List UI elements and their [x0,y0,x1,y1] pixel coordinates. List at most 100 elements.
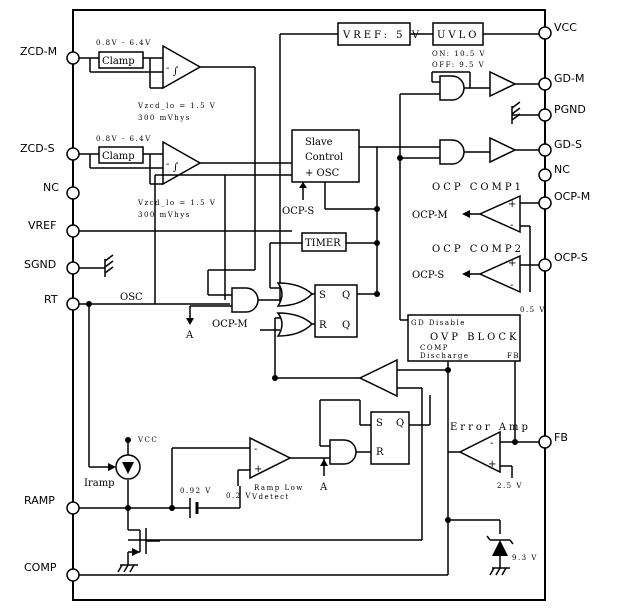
pin-sgnd[interactable]: SGND [24,258,80,275]
svg-text:-: - [254,444,257,455]
pin-fb[interactable]: FB [538,431,568,449]
sr-latch-main: S Q R Q [314,284,358,338]
svg-text:R: R [376,447,384,458]
zener-voltage: 9.3 V [512,554,538,562]
pin-label: COMP [24,561,57,574]
svg-text:COMP: COMP [420,344,449,352]
pin-zcd-s[interactable]: ZCD-S [20,142,80,161]
driver-wiring [399,71,539,321]
pin-label: GD-M [554,72,584,85]
junction [445,517,451,523]
pin-label: OCP-S [554,251,588,264]
svg-text:-: - [510,220,513,231]
pin-vcc[interactable]: VCC [538,21,577,40]
pin-ocp-m[interactable]: OCP-M [538,190,590,210]
pin-label: RAMP [24,494,55,507]
vdetect-label: Vdetect [251,493,290,501]
zcd-m-comparator: - ∫ [162,44,202,90]
ocp-comp2-label: OCP COMP2 [432,244,524,255]
ramp-low-threshold: 0.2 V [226,492,252,500]
pin-rt[interactable]: RT [44,293,80,311]
vcc-node [125,437,131,443]
junction [272,375,278,381]
zcd-s-hysteresis: 300 mVhys [138,211,191,219]
mosfet-ground-icon [117,564,138,573]
gd-m-driver [489,70,517,98]
svg-text:Q: Q [342,320,350,331]
zener-diode-icon [486,535,514,568]
iramp-current-source-icon [115,454,141,480]
pin-label: SGND [24,258,56,271]
ocp-m-gate-label: OCP-M [212,319,248,330]
svg-text:Q: Q [342,290,350,301]
pin-ocp-s[interactable]: OCP-S [538,251,588,272]
ocp-m-and-gate [231,287,259,313]
osc-label: OSC [120,292,143,303]
svg-text:R: R [319,320,327,331]
ocp-comp1-wiring [462,202,539,292]
pin-label: RT [44,293,58,306]
svg-text:+: + [488,459,496,470]
buffer-amp [358,358,398,398]
uvlo-on-threshold: ON: 10.5 V [432,50,486,58]
pin-label: VCC [554,21,577,34]
svg-text:Q: Q [396,418,404,429]
vcc-small-label: VCC [137,436,158,444]
rt-junction [86,301,92,307]
clamp-label: Clamp [102,56,135,67]
zcd-m-threshold: Vzcd_lo = 1.5 V [137,102,216,110]
pin-vref[interactable]: VREF [28,219,80,238]
pin-gd-m[interactable]: GD-M [538,72,584,91]
svg-text:Slave: Slave [305,137,333,148]
pin-ramp[interactable]: RAMP [24,494,80,515]
gd-s-and-gate [439,139,465,165]
pin-pgnd[interactable]: PGND [538,103,586,122]
ocp-comp2: + - [478,254,521,294]
iramp-label: Iramp [84,478,115,489]
pin-zcd-m[interactable]: ZCD-M [20,45,80,65]
svg-text:Control: Control [305,152,343,163]
ic-boundary [72,9,546,601]
junction [445,367,451,373]
svg-text:+: + [508,199,516,210]
pin-nc-left[interactable]: NC [43,181,80,200]
junction [374,206,380,212]
ocp-reference-voltage: 0.5 V [520,306,546,314]
pin-gd-s[interactable]: GD-S [538,138,582,157]
offset-voltage: 0.92 V [180,487,212,495]
junction [397,155,403,161]
or-gate-set [276,282,314,307]
ocp-m-gate-input [186,305,232,325]
vref-block: VREF: 5 V [337,22,422,46]
gd-s-driver [489,136,517,164]
ocp-m-output-label: OCP-M [412,210,448,221]
svg-text:-: - [490,438,493,449]
pin-label: NC [43,181,59,194]
junction [125,505,131,511]
gd-m-and-gate [439,75,465,101]
zcd-s-range-label: 0.8V - 6.4V [96,135,152,143]
svg-text:-: - [166,159,169,170]
junction [374,291,380,297]
discharge-mosfet-icon [127,528,160,565]
pin-label: FB [554,431,568,444]
zener-ground-icon [489,567,510,576]
vref-block-label: VREF: 5 V [342,30,422,41]
pin-label: ZCD-S [20,142,55,155]
svg-text:+: + [508,258,516,269]
error-amp-reference: 2.5 V [497,482,523,490]
junction [512,439,518,445]
uvlo-block: UVLO [432,22,484,46]
junction [169,505,175,511]
uvlo-off-threshold: OFF: 9.5 V [432,61,485,69]
pin-nc-right[interactable]: NC [538,163,570,182]
pin-label: ZCD-M [20,45,57,58]
svg-text:-: - [166,63,169,74]
pin-comp[interactable]: COMP [24,561,80,582]
timer-label: TIMER [305,238,341,249]
zcd-m-range-label: 0.8V - 6.4V [96,39,152,47]
svg-text:FB: FB [507,352,520,360]
svg-text:+: + [254,464,262,475]
ramp-and-gate [329,439,357,465]
